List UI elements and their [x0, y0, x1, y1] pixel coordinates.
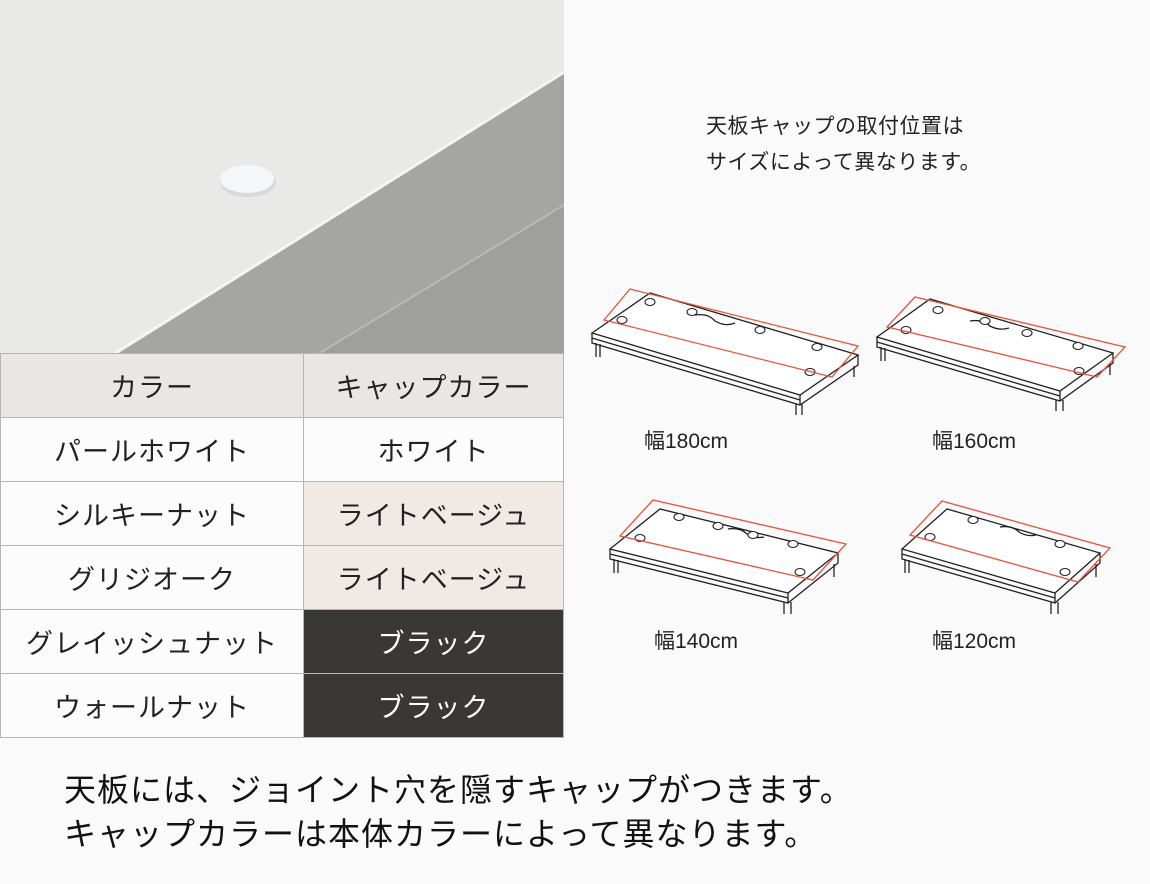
note-line-2: サイズによって異なります。	[706, 150, 982, 174]
description-line-2: キャップカラーは本体カラーによって異なります。	[64, 815, 818, 853]
body-color-cell: グリジオーク	[0, 545, 304, 610]
note-line-1: 天板キャップの取付位置は	[706, 114, 964, 138]
description-line-1: 天板には、ジョイント穴を隠すキャップがつきます。	[64, 771, 853, 809]
cap-position-note: 天板キャップの取付位置は サイズによって異なります。	[706, 108, 1066, 180]
desk-corner-illustration	[0, 0, 564, 354]
table-row: グレイッシュナット ブラック	[0, 609, 564, 674]
cap-position-highlight	[908, 500, 1112, 583]
cap-position-highlight	[885, 296, 1127, 378]
desk-140-diagram	[608, 499, 848, 614]
body-color-cell: グレイッシュナット	[0, 609, 304, 674]
header-color: カラー	[0, 353, 304, 418]
cap-position-highlight	[618, 499, 848, 581]
desk-120-diagram	[900, 500, 1112, 614]
cap-color-cell: ホワイト	[303, 417, 564, 482]
table-header-row: カラー キャップカラー	[0, 353, 564, 418]
table-row: ウォールナット ブラック	[0, 673, 564, 738]
cap-position-highlight	[602, 288, 860, 378]
desk-160-diagram	[875, 296, 1127, 411]
cap-color-cell: ブラック	[303, 673, 564, 738]
body-color-cell: ウォールナット	[0, 673, 304, 738]
desk-120-label: 幅120cm	[932, 630, 1017, 653]
desk-180-label: 幅180cm	[644, 430, 729, 453]
desk-140-label: 幅140cm	[654, 630, 739, 653]
cap-color-table: カラー キャップカラー パールホワイト ホワイト シルキーナット ライトベージュ…	[0, 353, 564, 738]
body-color-cell: シルキーナット	[0, 481, 304, 546]
body-color-cell: パールホワイト	[0, 417, 304, 482]
cap-color-cell: ブラック	[303, 609, 564, 674]
table-row: グリジオーク ライトベージュ	[0, 545, 564, 610]
desk-160-label: 幅160cm	[932, 430, 1017, 453]
cap-description: 天板には、ジョイント穴を隠すキャップがつきます。 キャップカラーは本体カラーによ…	[64, 768, 1064, 856]
desk-180-diagram	[590, 288, 860, 415]
table-row: シルキーナット ライトベージュ	[0, 481, 564, 546]
desk-cap-photo	[0, 0, 564, 354]
table-row: パールホワイト ホワイト	[0, 417, 564, 482]
cap-color-cell: ライトベージュ	[303, 545, 564, 610]
cap-color-cell: ライトベージュ	[303, 481, 564, 546]
header-cap-color: キャップカラー	[303, 353, 564, 418]
joint-cap-icon	[220, 165, 276, 197]
